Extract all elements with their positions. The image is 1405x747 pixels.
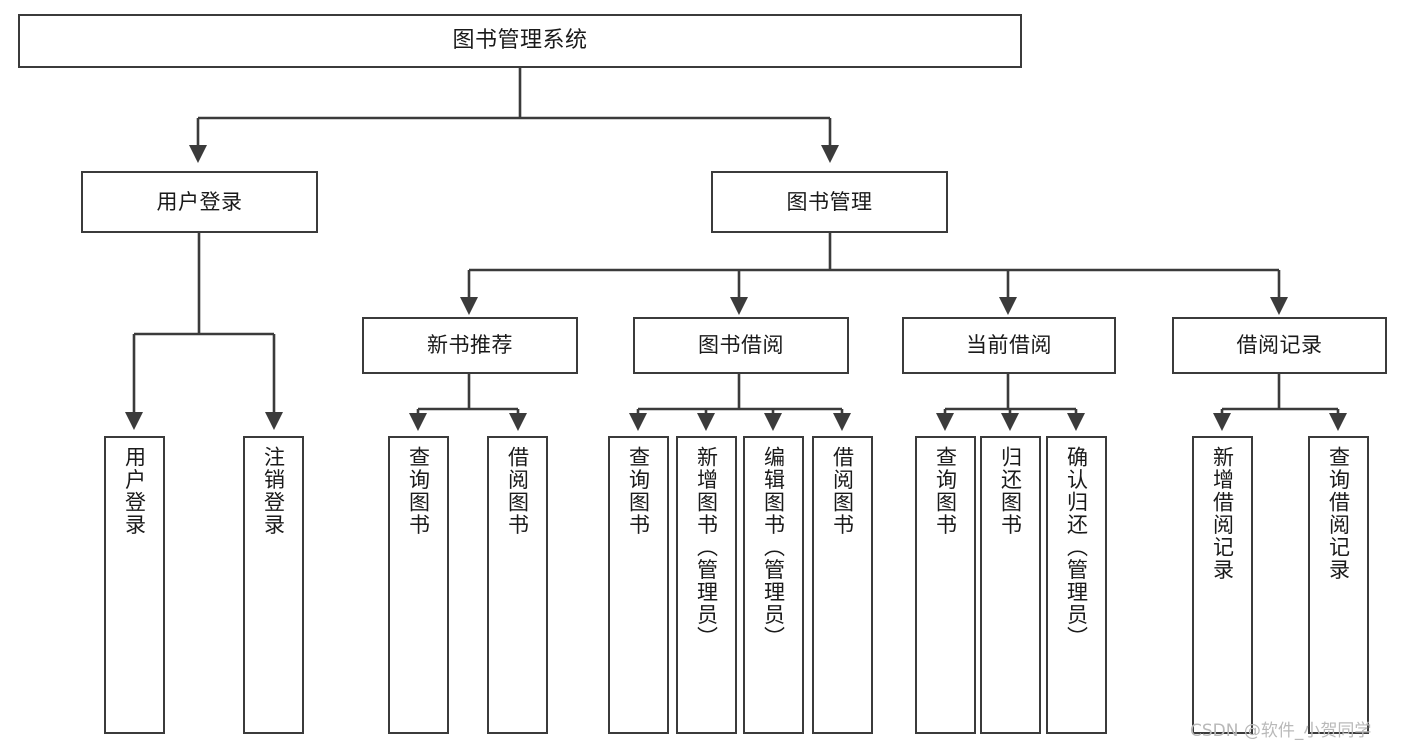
node-leaf-confirm-return-label: 确认归还（管理员） bbox=[1064, 446, 1089, 649]
node-root[interactable]: 图书管理系统 bbox=[18, 14, 1022, 68]
node-leaf-query-book-3[interactable]: 查询图书 bbox=[915, 436, 976, 734]
node-borrow-record-label: 借阅记录 bbox=[1236, 333, 1323, 358]
csdn-watermark: CSDN @软件_小贺同学 bbox=[1190, 721, 1372, 741]
node-leaf-edit-book-label: 编辑图书（管理员） bbox=[761, 446, 786, 649]
node-leaf-confirm-return[interactable]: 确认归还（管理员） bbox=[1046, 436, 1107, 734]
node-leaf-borrow-book-1-label: 借阅图书 bbox=[505, 446, 530, 536]
node-leaf-query-book-3-label: 查询图书 bbox=[933, 446, 958, 536]
node-leaf-query-record[interactable]: 查询借阅记录 bbox=[1308, 436, 1369, 734]
node-current-borrow[interactable]: 当前借阅 bbox=[902, 317, 1116, 374]
node-book-manage[interactable]: 图书管理 bbox=[711, 171, 948, 233]
node-user-login[interactable]: 用户登录 bbox=[81, 171, 318, 233]
node-leaf-borrow-book-2[interactable]: 借阅图书 bbox=[812, 436, 873, 734]
node-borrow-record[interactable]: 借阅记录 bbox=[1172, 317, 1387, 374]
node-book-borrow-label: 图书借阅 bbox=[698, 333, 784, 358]
node-new-book-recommend[interactable]: 新书推荐 bbox=[362, 317, 578, 374]
node-leaf-user-logout-label: 注销登录 bbox=[261, 446, 286, 536]
node-leaf-query-record-label: 查询借阅记录 bbox=[1326, 446, 1351, 581]
node-leaf-borrow-book-1[interactable]: 借阅图书 bbox=[487, 436, 548, 734]
node-leaf-borrow-book-2-label: 借阅图书 bbox=[830, 446, 855, 536]
node-leaf-query-book-2-label: 查询图书 bbox=[626, 446, 651, 536]
node-leaf-add-record[interactable]: 新增借阅记录 bbox=[1192, 436, 1253, 734]
node-current-borrow-label: 当前借阅 bbox=[966, 333, 1052, 358]
node-book-borrow[interactable]: 图书借阅 bbox=[633, 317, 849, 374]
node-leaf-add-book-label: 新增图书（管理员） bbox=[694, 446, 719, 649]
node-leaf-add-book[interactable]: 新增图书（管理员） bbox=[676, 436, 737, 734]
node-leaf-user-logout[interactable]: 注销登录 bbox=[243, 436, 304, 734]
node-leaf-return-book-label: 归还图书 bbox=[998, 446, 1023, 536]
node-root-label: 图书管理系统 bbox=[452, 28, 588, 54]
node-leaf-edit-book[interactable]: 编辑图书（管理员） bbox=[743, 436, 804, 734]
node-leaf-query-book-2[interactable]: 查询图书 bbox=[608, 436, 669, 734]
node-leaf-query-book-1[interactable]: 查询图书 bbox=[388, 436, 449, 734]
node-book-manage-label: 图书管理 bbox=[786, 189, 873, 214]
node-new-book-recommend-label: 新书推荐 bbox=[427, 333, 513, 358]
node-leaf-user-login-label: 用户登录 bbox=[122, 446, 147, 536]
node-leaf-user-login[interactable]: 用户登录 bbox=[104, 436, 165, 734]
node-leaf-query-book-1-label: 查询图书 bbox=[406, 446, 431, 536]
node-leaf-add-record-label: 新增借阅记录 bbox=[1210, 446, 1235, 581]
node-user-login-label: 用户登录 bbox=[156, 189, 243, 214]
node-leaf-return-book[interactable]: 归还图书 bbox=[980, 436, 1041, 734]
